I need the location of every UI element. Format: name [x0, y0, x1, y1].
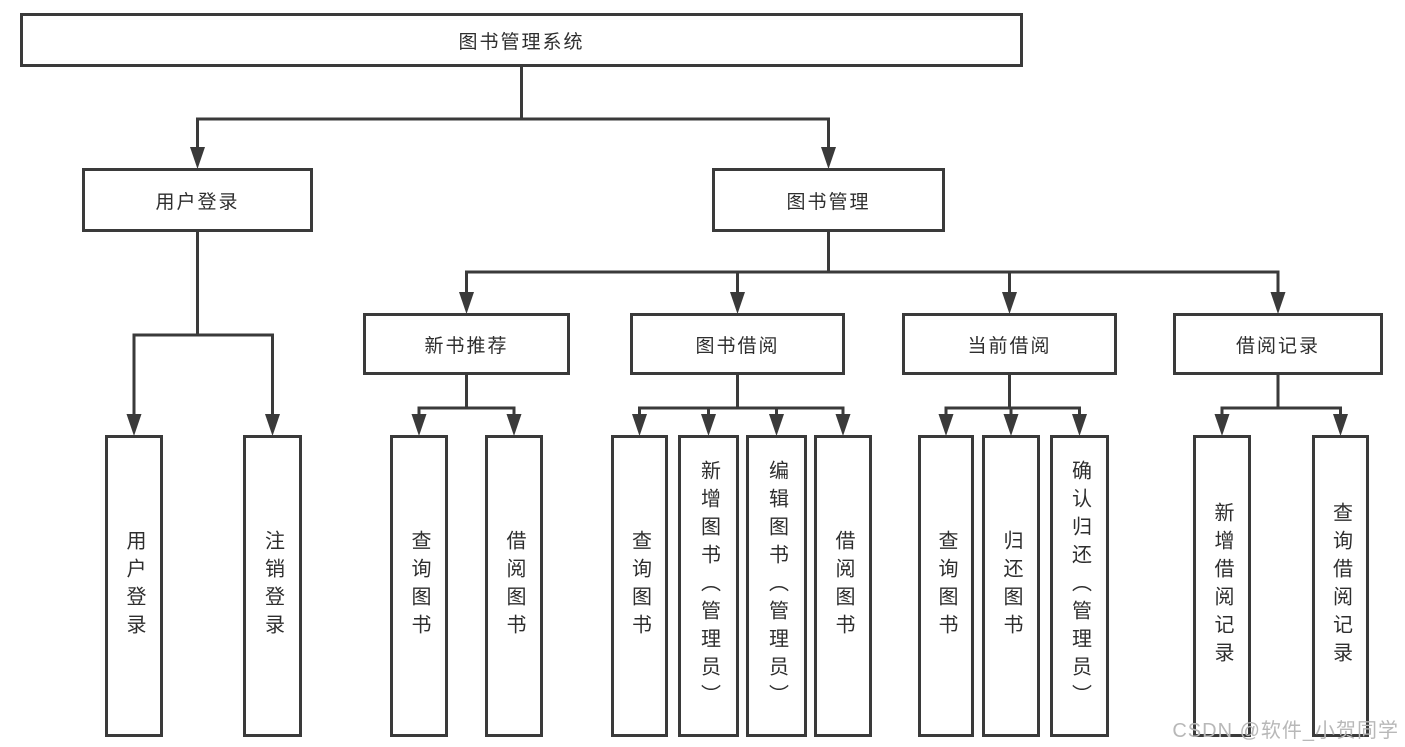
node-label-leaf-cb-return-books: 归还图书 — [1000, 530, 1022, 642]
arrowhead-leaf-cb-confirm-return-admin — [1072, 414, 1087, 436]
arrowhead-leaf-bb-query-books — [632, 414, 647, 436]
node-leaf-cb-return-books: 归还图书 — [982, 435, 1040, 737]
node-label-root: 图书管理系统 — [458, 31, 585, 53]
node-label-leaf-logout: 注销登录 — [261, 530, 284, 642]
arrowhead-borrow-records — [1270, 292, 1286, 314]
node-label-book-borrow: 图书借阅 — [695, 335, 780, 357]
node-label-leaf-user-login: 用户登录 — [123, 530, 145, 642]
node-leaf-nbr-borrow-books: 借阅图书 — [485, 435, 543, 737]
node-label-leaf-bb-edit-books-admin: 编辑图书（管理员） — [765, 460, 788, 712]
arrowhead-new-book-rec — [459, 292, 474, 314]
arrowhead-leaf-br-query-record — [1333, 414, 1348, 436]
node-user-login: 用户登录 — [82, 168, 313, 232]
arrowhead-leaf-nbr-borrow-books — [506, 414, 522, 436]
node-label-leaf-br-add-record: 新增借阅记录 — [1211, 502, 1233, 670]
node-label-leaf-bb-query-books: 查询图书 — [628, 530, 651, 642]
arrowhead-leaf-cb-query-books — [938, 414, 954, 436]
node-leaf-logout: 注销登录 — [243, 435, 302, 737]
node-label-book-mgmt: 图书管理 — [786, 191, 871, 213]
node-current-borrow: 当前借阅 — [902, 313, 1117, 375]
arrowhead-book-mgmt — [821, 147, 836, 169]
node-root: 图书管理系统 — [20, 13, 1023, 67]
node-label-leaf-bb-add-books-admin: 新增图书（管理员） — [697, 460, 720, 712]
arrowhead-user-login — [190, 147, 205, 169]
arrowhead-leaf-bb-add-books-admin — [701, 414, 716, 436]
node-leaf-nbr-query-books: 查询图书 — [390, 435, 448, 737]
node-leaf-bb-edit-books-admin: 编辑图书（管理员） — [746, 435, 807, 737]
node-book-borrow: 图书借阅 — [630, 313, 845, 375]
node-label-leaf-br-query-record: 查询借阅记录 — [1329, 502, 1352, 670]
node-leaf-cb-confirm-return-admin: 确认归还（管理员） — [1050, 435, 1109, 737]
node-label-leaf-bb-borrow-books: 借阅图书 — [832, 530, 854, 642]
node-borrow-records: 借阅记录 — [1173, 313, 1383, 375]
node-leaf-bb-query-books: 查询图书 — [611, 435, 668, 737]
arrowhead-book-borrow — [730, 292, 745, 314]
node-label-borrow-records: 借阅记录 — [1235, 335, 1320, 357]
arrowhead-leaf-bb-borrow-books — [835, 414, 851, 436]
node-leaf-bb-add-books-admin: 新增图书（管理员） — [678, 435, 739, 737]
node-label-leaf-cb-confirm-return-admin: 确认归还（管理员） — [1068, 460, 1091, 712]
node-label-new-book-rec: 新书推荐 — [424, 335, 509, 357]
node-label-current-borrow: 当前借阅 — [967, 335, 1052, 357]
node-leaf-cb-query-books: 查询图书 — [918, 435, 974, 737]
node-leaf-br-add-record: 新增借阅记录 — [1193, 435, 1251, 737]
arrowhead-leaf-user-login — [126, 414, 142, 436]
arrowhead-leaf-cb-return-books — [1003, 414, 1019, 436]
node-label-user-login: 用户登录 — [155, 191, 240, 213]
arrowhead-leaf-nbr-query-books — [411, 414, 427, 436]
node-new-book-rec: 新书推荐 — [363, 313, 570, 375]
node-label-leaf-cb-query-books: 查询图书 — [935, 530, 957, 642]
node-label-leaf-nbr-query-books: 查询图书 — [408, 530, 430, 642]
arrowhead-leaf-logout — [265, 414, 280, 436]
node-leaf-br-query-record: 查询借阅记录 — [1312, 435, 1369, 737]
node-leaf-user-login: 用户登录 — [105, 435, 163, 737]
arrowhead-leaf-br-add-record — [1214, 414, 1230, 436]
node-leaf-bb-borrow-books: 借阅图书 — [814, 435, 872, 737]
arrowhead-current-borrow — [1002, 292, 1017, 314]
node-book-mgmt: 图书管理 — [712, 168, 945, 232]
arrowhead-leaf-bb-edit-books-admin — [769, 414, 784, 436]
node-label-leaf-nbr-borrow-books: 借阅图书 — [503, 530, 525, 642]
